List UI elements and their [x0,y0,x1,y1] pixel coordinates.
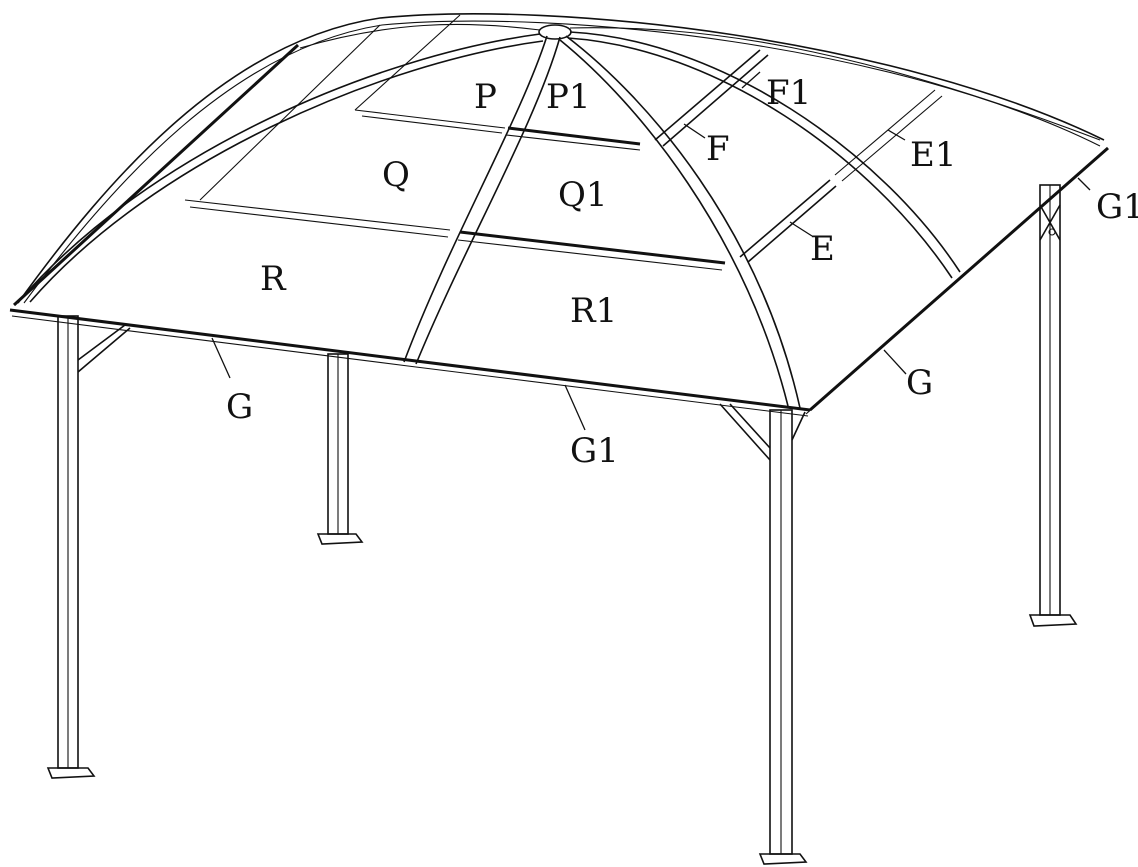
posts [46,184,1078,865]
label-P1: P1 [546,77,591,117]
label-Q1: Q1 [558,175,608,215]
post-front-right [719,403,808,865]
label-G1-right: G1 [1096,187,1138,227]
post-back-left [316,353,364,545]
leader-lines [211,71,1091,431]
label-R: R [260,259,287,299]
label-G-right: G [906,363,933,403]
label-E: E [810,229,835,269]
label-F1: F1 [766,73,811,113]
roof-purlins [184,14,943,271]
roof-ribs [19,23,1101,409]
label-P: P [474,77,497,117]
roof-outline [9,13,1109,417]
label-R1: R1 [570,291,617,331]
post-front-left [46,315,131,779]
label-E1: E1 [910,135,956,175]
label-G-front: G [226,387,253,427]
part-labels: P P1 Q Q1 R R1 F1 F E1 E G1 G G G1 [226,73,1138,471]
label-Q: Q [382,155,410,195]
label-G1-front: G1 [570,431,619,471]
post-back-right [1028,184,1078,627]
label-F: F [706,129,730,169]
